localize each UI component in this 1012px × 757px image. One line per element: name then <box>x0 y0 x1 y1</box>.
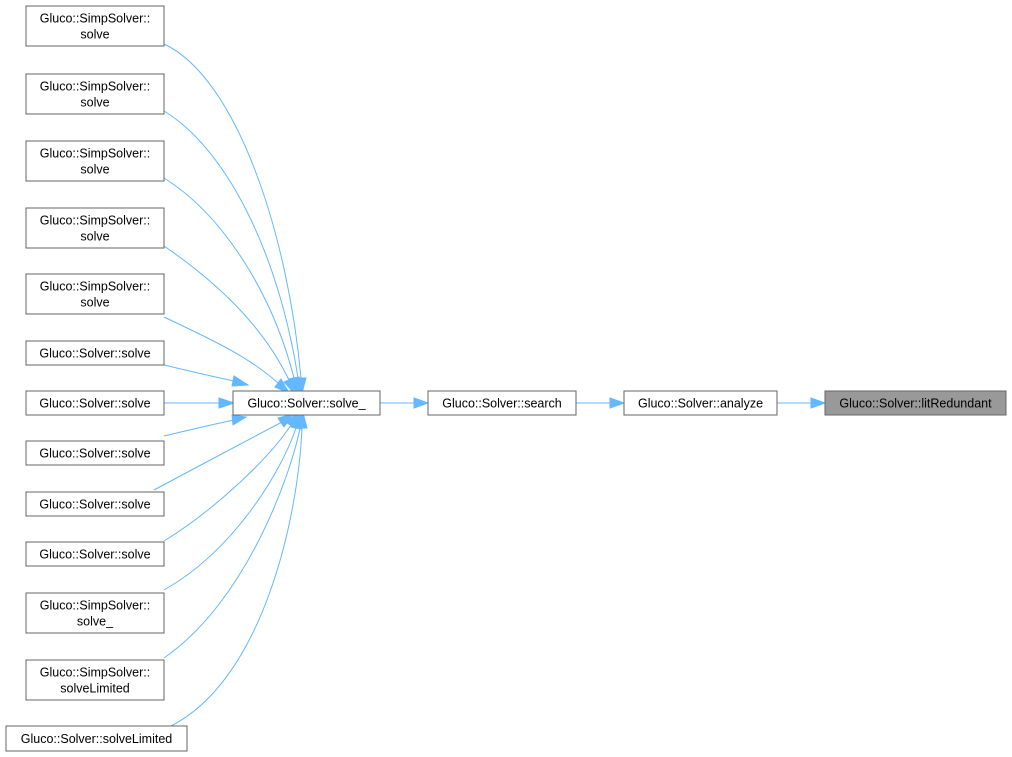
node-box <box>25 592 165 634</box>
edge-line <box>163 364 235 382</box>
node-box <box>25 73 165 115</box>
node-label: Gluco::SimpSolver:: <box>40 12 150 26</box>
edge-line <box>163 177 295 379</box>
edge-line <box>163 424 292 542</box>
edge-solver_solve_1-to-solver_solve_ <box>163 364 250 387</box>
edge-solver_solve_3-to-solver_solve_ <box>163 414 248 437</box>
edge-line <box>163 427 301 659</box>
node-simp-solve-3[interactable]: Gluco::SimpSolver::solve <box>25 140 165 182</box>
node-label: solve <box>80 28 109 42</box>
edge-arrowhead <box>231 414 248 426</box>
node-label: Gluco::Solver::solve <box>39 397 150 411</box>
node-label: Gluco::Solver::solve <box>39 498 150 512</box>
node-box <box>427 390 577 416</box>
edge-line <box>163 245 290 381</box>
edge-arrowhead <box>810 397 827 409</box>
node-label: solve <box>80 96 109 110</box>
node-label: Gluco::SimpSolver:: <box>40 147 150 161</box>
node-label: solve_ <box>77 615 114 629</box>
edge-arrowhead <box>296 411 308 429</box>
node-box <box>25 440 165 466</box>
edge-solver_search-to-solver_analyze <box>576 397 626 409</box>
node-solver-solve-3[interactable]: Gluco::Solver::solve <box>25 440 165 466</box>
edge-solver_solve_2-to-solver_solve_ <box>164 397 236 409</box>
node-box <box>824 390 1007 416</box>
edge-line <box>163 110 299 379</box>
node-label: solve <box>80 230 109 244</box>
node-solver-solve-[interactable]: Gluco::Solver::solve_ <box>232 390 381 416</box>
node-simp-solve-1[interactable]: Gluco::SimpSolver::solve <box>25 5 165 47</box>
node-label: Gluco::SimpSolver:: <box>40 214 150 228</box>
edge-solver_solveLimited-to-solver_solve_ <box>170 411 308 727</box>
node-box <box>25 207 165 249</box>
edge-simp_solve_5-to-solver_solve_ <box>163 316 291 395</box>
edges-layer <box>153 43 827 727</box>
edge-solver_solve_4-to-solver_solve_ <box>153 413 295 491</box>
node-label: Gluco::Solver::analyze <box>638 397 763 411</box>
node-box <box>232 390 381 416</box>
node-label: Gluco::Solver::solve <box>39 548 150 562</box>
edge-arrowhead <box>609 397 626 409</box>
node-solver-solve-2[interactable]: Gluco::Solver::solve <box>25 390 165 416</box>
node-label: Gluco::Solver::search <box>442 397 562 411</box>
node-simp-solve-5[interactable]: Gluco::SimpSolver::solve <box>25 273 165 315</box>
node-solver-litRedundant: Gluco::Solver::litRedundant <box>824 390 1007 416</box>
node-label: solveLimited <box>60 682 130 696</box>
node-label: solve <box>80 296 109 310</box>
node-simp-solveLimited[interactable]: Gluco::SimpSolver::solveLimited <box>25 659 165 701</box>
edge-line <box>170 427 303 727</box>
edge-arrowhead <box>231 375 250 387</box>
node-box <box>623 390 778 416</box>
node-label: Gluco::Solver::solve <box>39 447 150 461</box>
node-label: Gluco::Solver::solveLimited <box>21 732 173 746</box>
edge-line <box>163 43 302 379</box>
node-label: Gluco::SimpSolver:: <box>40 280 150 294</box>
nodes-layer: Gluco::SimpSolver::solveGluco::SimpSolve… <box>5 5 1007 752</box>
node-solver-analyze[interactable]: Gluco::Solver::analyze <box>623 390 778 416</box>
node-box <box>25 541 165 567</box>
node-label: Gluco::SimpSolver:: <box>40 666 150 680</box>
edge-solver_solve_-to-solver_search <box>380 397 430 409</box>
node-simp-solve-2[interactable]: Gluco::SimpSolver::solve <box>25 73 165 115</box>
node-solver-solveLimited[interactable]: Gluco::Solver::solveLimited <box>5 725 188 752</box>
node-box <box>5 725 188 752</box>
node-label: solve <box>80 163 109 177</box>
edge-line <box>163 427 297 591</box>
node-box <box>25 659 165 701</box>
edge-simp_solve_2-to-solver_solve_ <box>163 110 304 395</box>
edge-arrowhead <box>274 378 291 395</box>
edge-simp_solveLimited-to-solver_solve_ <box>163 411 306 659</box>
node-label: Gluco::Solver::litRedundant <box>839 397 992 411</box>
node-solver-solve-5[interactable]: Gluco::Solver::solve <box>25 541 165 567</box>
node-solver-solve-1[interactable]: Gluco::Solver::solve <box>25 340 165 366</box>
node-box <box>25 5 165 47</box>
edge-simp_solve_1-to-solver_solve_ <box>163 43 307 395</box>
node-box <box>25 390 165 416</box>
edge-line <box>153 421 283 491</box>
edge-line <box>163 419 235 437</box>
node-label: Gluco::Solver::solve_ <box>247 397 366 411</box>
edge-line <box>163 316 279 384</box>
node-box <box>25 491 165 517</box>
node-box <box>25 340 165 366</box>
node-label: Gluco::SimpSolver:: <box>40 80 150 94</box>
edge-arrowhead <box>283 377 295 395</box>
edge-simp_solve_4-to-solver_solve_ <box>163 245 295 395</box>
node-simp-solve-[interactable]: Gluco::SimpSolver::solve_ <box>25 592 165 634</box>
node-label: Gluco::Solver::solve <box>39 347 150 361</box>
node-box <box>25 140 165 182</box>
edge-arrowhead <box>277 413 295 428</box>
edge-arrowhead <box>218 397 236 409</box>
edge-solver_solve_5-to-solver_solve_ <box>163 411 297 542</box>
node-simp-solve-4[interactable]: Gluco::SimpSolver::solve <box>25 207 165 249</box>
node-solver-search[interactable]: Gluco::Solver::search <box>427 390 577 416</box>
node-box <box>25 273 165 315</box>
edge-solver_analyze-to-solver_litRedundant <box>777 397 827 409</box>
edge-arrowhead <box>413 397 430 409</box>
node-solver-solve-4[interactable]: Gluco::Solver::solve <box>25 491 165 517</box>
node-label: Gluco::SimpSolver:: <box>40 599 150 613</box>
